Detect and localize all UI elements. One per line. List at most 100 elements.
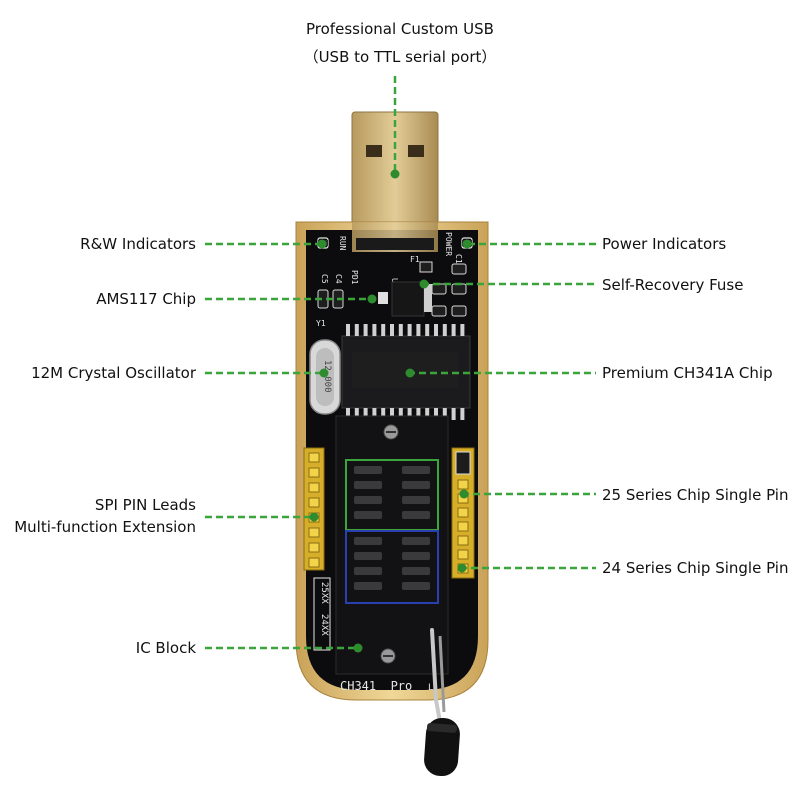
dot-ic (353, 643, 363, 653)
chip-pin (451, 324, 456, 336)
chip-pin (390, 408, 394, 420)
label-power-indicators: Power Indicators (602, 235, 727, 253)
dot-ams (367, 294, 377, 304)
label-crystal: 12M Crystal Oscillator (31, 364, 196, 382)
label-ch341a-chip: Premium CH341A Chip (602, 364, 773, 382)
dot-25 (459, 489, 469, 499)
socket-pad (402, 582, 430, 590)
silk-c4: C4 (334, 274, 343, 284)
silk-c5: C5 (320, 274, 329, 284)
chip-pin (363, 408, 368, 420)
socket-pad (402, 511, 430, 519)
socket-pad (354, 466, 382, 474)
header-pin (308, 557, 320, 568)
leader-dots (309, 169, 472, 653)
label-rw-indicators: R&W Indicators (80, 235, 196, 253)
socket-pad (354, 552, 382, 560)
header-pin (457, 549, 469, 560)
header-pin (308, 467, 320, 478)
header-pin (457, 479, 469, 490)
chip-pin (407, 324, 412, 336)
chip-pin (442, 408, 447, 420)
label-spi-leads-1: SPI PIN Leads (94, 496, 196, 514)
socket-pad (354, 567, 382, 575)
silk-24xx: 24XX (319, 614, 329, 636)
chip-series-boxes (345, 459, 439, 604)
label-spi-leads-2: Multi-function Extension (14, 518, 196, 536)
zif-lever: L (424, 628, 460, 777)
socket-pad (402, 537, 430, 545)
silk-power: POWER (444, 232, 453, 256)
header-pin (308, 542, 320, 553)
chip-pin (425, 324, 430, 336)
chip-pin (416, 408, 421, 420)
label-24-series: 24 Series Chip Single Pin (602, 559, 789, 577)
chip-pin (354, 408, 359, 420)
socket-pad (402, 567, 430, 575)
ch341a-chip (341, 324, 471, 420)
chip-pin (398, 324, 403, 336)
series-24-box (345, 530, 439, 604)
header-pin (457, 521, 469, 532)
chip-pin (372, 408, 377, 420)
chip-pin (460, 324, 465, 336)
dot-ch341 (405, 368, 415, 378)
title-line-1: Professional Custom USB (306, 20, 494, 38)
jumper (455, 451, 471, 475)
chip-pin (442, 324, 447, 336)
label-self-recovery-fuse: Self-Recovery Fuse (602, 276, 744, 294)
header-pin (457, 535, 469, 546)
header-pin (457, 507, 469, 518)
chip-pin (451, 408, 456, 420)
socket-pad (354, 511, 382, 519)
socket-pad (402, 466, 430, 474)
dot-crystal (319, 368, 329, 378)
header-pin (308, 527, 320, 538)
chip-pin-header (451, 447, 475, 579)
chip-pin (398, 408, 403, 420)
socket-pad (402, 552, 430, 560)
chip-pin (354, 324, 359, 336)
chip-pin (381, 408, 386, 420)
socket-pad (354, 496, 382, 504)
chip-pin (390, 324, 394, 336)
chip-pin (425, 408, 430, 420)
label-25-series: 25 Series Chip Single Pin (602, 486, 789, 504)
silk-y1: Y1 (316, 319, 326, 328)
silk-f1: F1 (410, 255, 420, 264)
silk-25xx: 25XX (319, 582, 329, 604)
leader-lines (205, 76, 596, 650)
silk-c1: C1 (454, 254, 463, 264)
socket-size-label: 25XX 24XX (313, 577, 331, 651)
title-line-2: （USB to TTL serial port） (303, 48, 497, 66)
socket-pad (402, 481, 430, 489)
usb-connector (351, 111, 439, 253)
header-body (303, 447, 325, 571)
board-name: CH341 Pro (340, 679, 412, 693)
chip-pin (460, 408, 465, 420)
chip-pin (381, 324, 386, 336)
dot-power (462, 239, 472, 249)
chip-pin (434, 408, 438, 420)
socket-pad (354, 537, 382, 545)
header-pin (308, 482, 320, 493)
chip-pin (416, 324, 421, 336)
dot-spi (309, 512, 319, 522)
dot-usb (390, 169, 400, 179)
silk-pd1: PD1 (350, 270, 359, 285)
chip-pin (372, 324, 377, 336)
dot-rw (317, 239, 327, 249)
chip-pin (407, 408, 412, 420)
silk-lever: L (428, 683, 433, 693)
chip-pin (346, 324, 350, 336)
label-ams117-chip: AMS117 Chip (96, 290, 196, 308)
socket-pad (402, 496, 430, 504)
header-pin (308, 452, 320, 463)
socket-pads (354, 466, 430, 590)
chip-pin (346, 408, 350, 420)
label-ic-block: IC Block (135, 639, 196, 657)
smd-components (317, 261, 467, 317)
chip-pin (434, 324, 438, 336)
ams117-regulator (378, 281, 432, 317)
